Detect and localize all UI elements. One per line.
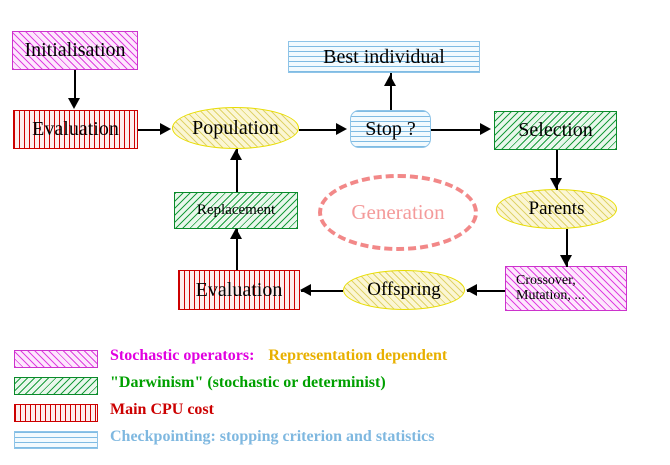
node-crossover-mutation-label: Crossover, Mutation, ...	[516, 272, 585, 303]
legend-label-stochastic-operators-text: Stochastic operators:	[110, 347, 255, 364]
node-evaluation-top-label: Evaluation	[32, 118, 119, 140]
arrowhead-evaluation-to-population	[160, 123, 171, 135]
node-generation: Generation	[318, 174, 478, 251]
legend-row-stochastic-operators: Stochastic operators: Representation dep…	[0, 347, 670, 372]
node-initialisation-label: Initialisation	[24, 39, 126, 61]
node-parents: Parents	[496, 189, 617, 229]
edge-selection-to-parents	[556, 150, 558, 190]
edge-population-to-stop	[299, 129, 341, 131]
edge-stop-to-best-individual	[390, 73, 392, 110]
node-evaluation-top: Evaluation	[13, 110, 138, 149]
legend-row-checkpointing: Checkpointing: stopping criterion and st…	[0, 428, 670, 453]
arrowhead-stop-to-selection	[480, 123, 491, 135]
legend-label-main-cpu-cost: Main CPU cost	[110, 401, 214, 418]
edge-offspring-to-evaluation	[301, 290, 343, 292]
edge-parents-to-crossover	[566, 229, 568, 267]
node-offspring-label: Offspring	[367, 279, 441, 301]
legend-swatch-blue-horizontal-lines	[14, 431, 98, 449]
node-stop: Stop ?	[350, 110, 431, 148]
legend-swatch-red-vertical-lines	[14, 404, 98, 422]
node-generation-label: Generation	[351, 200, 445, 225]
node-best-individual-label: Best individual	[323, 45, 445, 68]
node-offspring: Offspring	[343, 270, 465, 310]
legend-swatch-magenta-diagonal-hatch	[14, 350, 98, 368]
arrowhead-parents-to-crossover	[560, 255, 572, 266]
legend-label-checkpointing: Checkpointing: stopping criterion and st…	[110, 428, 435, 445]
node-replacement-label: Replacement	[196, 201, 276, 218]
arrowhead-crossover-to-offspring	[466, 284, 477, 296]
edge-stop-to-selection	[431, 129, 485, 131]
node-replacement: Replacement	[174, 192, 298, 229]
node-evaluation-bottom-label: Evaluation	[195, 278, 283, 301]
legend-label-stochastic-operators: Stochastic operators: Representation dep…	[110, 347, 447, 365]
node-evaluation-bottom: Evaluation	[178, 270, 300, 310]
node-selection-label: Selection	[518, 119, 593, 141]
legend-row-darwinism: "Darwinism" (stochastic or determinist)	[0, 374, 670, 399]
legend-swatch-green-diagonal-hatch	[14, 377, 98, 395]
node-best-individual: Best individual	[288, 41, 480, 73]
node-selection: Selection	[494, 111, 617, 150]
node-stop-label: Stop ?	[365, 117, 416, 140]
legend-row-main-cpu-cost: Main CPU cost	[0, 401, 670, 426]
arrowhead-population-to-stop	[336, 123, 347, 135]
arrowhead-evaluation-to-replacement	[230, 228, 242, 239]
edge-crossover-to-offspring	[467, 290, 505, 292]
node-initialisation: Initialisation	[12, 31, 138, 70]
arrowhead-stop-to-best-individual	[384, 75, 396, 86]
arrowhead-replacement-to-population	[230, 149, 242, 160]
legend-label-darwinism: "Darwinism" (stochastic or determinist)	[110, 374, 386, 391]
arrowhead-offspring-to-evaluation	[300, 284, 311, 296]
legend-label-representation-dependent: Representation dependent	[268, 347, 448, 364]
edge-initialisation-to-evaluation	[74, 70, 76, 100]
edge-evaluation-to-population	[138, 129, 164, 131]
node-parents-label: Parents	[528, 198, 585, 220]
edge-evaluation-to-replacement	[236, 229, 238, 270]
arrowhead-selection-to-parents	[550, 178, 562, 189]
arrowhead-initialisation-to-evaluation	[68, 98, 80, 109]
node-population-label: Population	[192, 116, 279, 139]
node-population: Population	[172, 107, 299, 149]
node-crossover-mutation: Crossover, Mutation, ...	[505, 266, 627, 311]
edge-replacement-to-population	[236, 149, 238, 192]
